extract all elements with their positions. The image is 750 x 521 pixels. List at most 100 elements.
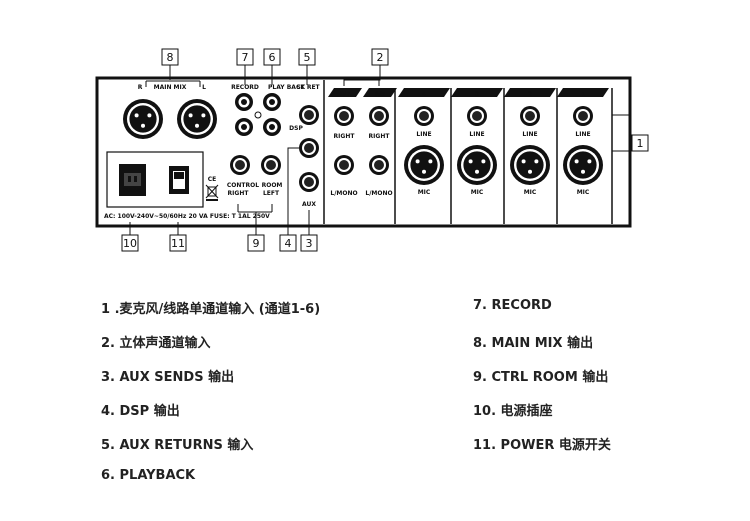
- channel-tab: [451, 88, 503, 97]
- callout-3: 3: [300, 234, 318, 252]
- stereo-mono-label: L/MONO: [365, 190, 392, 197]
- weee-bin-icon: [205, 184, 219, 201]
- aux-label: AUX: [302, 201, 316, 208]
- stereo-right-label: RIGHT: [334, 133, 356, 140]
- jack-stereo-right: [334, 106, 354, 126]
- xlr-inner: [183, 105, 211, 133]
- xlr-pin: [528, 169, 532, 174]
- line-label: LINE: [522, 131, 537, 138]
- jack-hole: [235, 160, 245, 170]
- rca-center-screw: [254, 111, 262, 119]
- callout-1: 1: [631, 134, 649, 152]
- line-label: LINE: [575, 131, 590, 138]
- rca-record-top: [235, 93, 253, 111]
- right-label: RIGHT: [228, 190, 250, 197]
- callout-number: 8: [167, 51, 174, 64]
- rca-playback-top: [263, 93, 281, 111]
- jack-hole: [266, 160, 276, 170]
- xlr-mic-input: [510, 145, 550, 185]
- power-box: [106, 151, 204, 208]
- callout-number: 9: [253, 237, 260, 250]
- xlr-pin: [415, 159, 420, 164]
- jack-hole: [419, 111, 429, 121]
- xlr-pin: [574, 159, 579, 164]
- jack-line-input: [573, 106, 593, 126]
- jack-line-input: [520, 106, 540, 126]
- ac-inlet-pin: [134, 176, 137, 182]
- callout-number: 10: [123, 237, 137, 250]
- xlr-pin: [534, 159, 539, 164]
- callout-number: 11: [171, 237, 185, 250]
- legend-item-right-5: 11. POWER 电源开关: [473, 438, 611, 453]
- xlr-pin: [475, 169, 479, 174]
- xlr-pin: [521, 159, 526, 164]
- callout-leader: [343, 65, 381, 86]
- callout-number: 3: [306, 237, 313, 250]
- legend-item-right-1: 7. RECORD: [473, 298, 552, 313]
- fuse-label: FUSE: [123, 187, 140, 194]
- jack-hole: [472, 111, 482, 121]
- callout-number: 4: [285, 237, 292, 250]
- jack-line-input: [467, 106, 487, 126]
- ac-inlet-socket: [124, 173, 141, 186]
- legend-item-left-5: 5. AUX RETURNS 输入: [101, 438, 254, 453]
- rca-pin: [241, 124, 247, 130]
- legend-item-right-2: 8. MAIN MIX 输出: [473, 336, 594, 351]
- jack-aux: [299, 172, 319, 192]
- channel-tab: [557, 88, 609, 97]
- mono-channel-name: 3: [475, 91, 479, 98]
- xlr-pin: [428, 159, 433, 164]
- stereo-right-label: RIGHT: [369, 133, 391, 140]
- ac-inlet-pin: [128, 176, 131, 182]
- legend-item-left-6: 6. PLAYBACK: [101, 468, 196, 483]
- power-spec: AC: 100V-240V~50/60Hz 20 VA FUSE: T 1AL …: [104, 213, 270, 220]
- jack-hole: [304, 143, 314, 153]
- channel-tab: [363, 88, 397, 97]
- callout-5: 5: [298, 48, 316, 66]
- legend-item-left-4: 4. DSP 输出: [101, 404, 180, 419]
- callout-leader: [287, 147, 299, 235]
- jack-hole: [304, 110, 314, 120]
- line-label: LINE: [469, 131, 484, 138]
- xlr-mic-input: [457, 145, 497, 185]
- xlr-pin: [188, 113, 193, 118]
- jack-st-ret: [299, 105, 319, 125]
- callout-2: 2: [371, 48, 389, 66]
- mono-channel-name: 4: [422, 91, 426, 98]
- mic-label: MIC: [577, 189, 590, 196]
- jack-hole: [339, 111, 349, 121]
- xlr-pin: [587, 159, 592, 164]
- xlr-pin: [201, 113, 206, 118]
- callout-11: 11: [169, 234, 187, 252]
- callout-number: 7: [242, 51, 249, 64]
- callout-leader: [612, 114, 631, 152]
- jack-stereo-right: [369, 106, 389, 126]
- jack-hole: [304, 177, 314, 187]
- jack-stereo-mono: [334, 155, 354, 175]
- legend-item-left-3: 3. AUX SENDS 输出: [101, 370, 235, 385]
- left-label: LEFT: [263, 190, 280, 197]
- stereo-channel-name: 8/7: [340, 91, 351, 98]
- jack-dsp: [299, 138, 319, 158]
- mono-channel-name: 2: [528, 91, 532, 98]
- power-switch-rocker-top: [174, 172, 184, 179]
- callout-8: 8: [161, 48, 179, 66]
- jack-hole: [374, 160, 384, 170]
- control-label: CONTROL: [227, 182, 259, 189]
- xlr-inner: [569, 151, 597, 179]
- xlr-pin: [147, 113, 152, 118]
- jack-hole: [374, 111, 384, 121]
- xlr-pin: [468, 159, 473, 164]
- jack-hole: [525, 111, 535, 121]
- callout-10: 10: [121, 234, 139, 252]
- jack-hole: [339, 160, 349, 170]
- xlr-inner: [410, 151, 438, 179]
